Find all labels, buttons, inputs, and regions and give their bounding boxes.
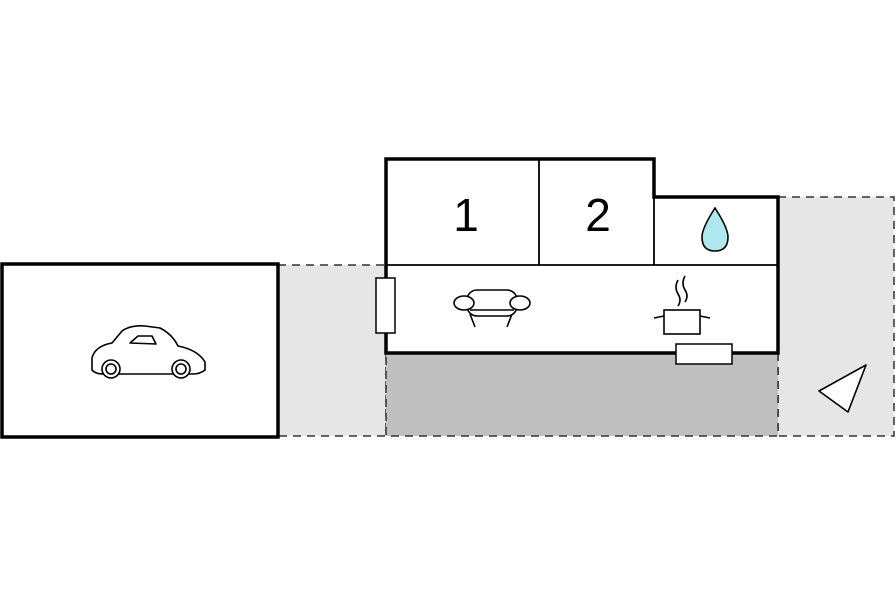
water-drop-icon xyxy=(701,206,729,252)
entrance-door xyxy=(375,277,396,334)
room-label-2: 2 xyxy=(585,189,611,241)
house-exterior-wall xyxy=(384,157,780,355)
room-label-1: 1 xyxy=(453,189,479,241)
compass-arrow-icon xyxy=(818,364,867,413)
sofa-icon xyxy=(453,289,531,328)
cooking-pot-icon xyxy=(653,275,711,335)
terrace-door xyxy=(675,343,733,365)
terrace-area xyxy=(385,352,779,437)
lawn-area-left xyxy=(277,264,387,437)
car-icon xyxy=(91,325,206,379)
